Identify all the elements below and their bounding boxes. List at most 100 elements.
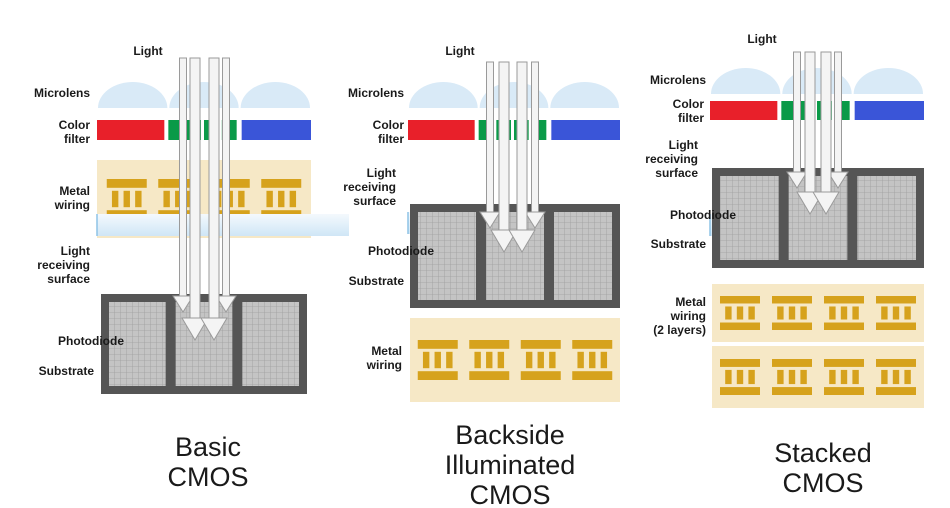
stacked-wiring-post (800, 369, 807, 385)
stacked-wiring-post (736, 306, 744, 320)
stacked-light-label: Light (747, 32, 777, 46)
stacked-wiring-post (829, 306, 836, 320)
bsi-wiring-post (549, 351, 556, 369)
bsi-wiring-post (537, 351, 544, 369)
stacked-wiring-bar (772, 322, 812, 330)
stacked-microlens (853, 68, 923, 94)
stacked-light-ray-shaft (793, 51, 801, 173)
stacked-wiring-post (881, 306, 888, 320)
bsi-wiring-post (577, 351, 584, 369)
stacked-wiring-bar (876, 359, 916, 367)
stacked-wiring-post (748, 369, 755, 385)
bsi-wiring-bar (572, 340, 613, 349)
basic-wiring-bar (158, 179, 199, 188)
stacked-cmos-caption: Stacked CMOS (774, 438, 872, 498)
bsi-light-ray-shaft (531, 61, 539, 213)
basic-wiring-bar (106, 179, 147, 188)
stacked-wiring-bar (876, 322, 916, 330)
bsi-wiring-bar (417, 340, 458, 349)
basic-wiring-bar (261, 179, 302, 188)
basic-light-ray-head (181, 317, 209, 341)
basic-microlens (240, 82, 310, 108)
basic-wiring-post (135, 190, 142, 208)
bsi-light-ray-shaft (516, 61, 528, 231)
stacked-wiring-post (725, 306, 732, 320)
stacked-wiring-post (892, 369, 900, 385)
stacked-light-ray-head (812, 191, 840, 215)
bsi-microlens (409, 82, 478, 108)
basic-wiring-post (163, 190, 170, 208)
bsi-light-ray-head (508, 229, 536, 253)
basic-wiring-post (111, 190, 119, 208)
basic-wiring-post (123, 190, 130, 208)
stacked-wiring-bar (720, 359, 760, 367)
stacked-wiring-bar (876, 387, 916, 395)
stacked-photodiode-label: Photodiode (670, 208, 736, 222)
stacked-wiring-bar (824, 296, 864, 304)
basic-metal-wiring-label: Metal wiring (54, 184, 90, 212)
stacked-wiring-post (788, 369, 796, 385)
stacked-light-ray-shaft (804, 51, 816, 193)
bsi-wiring-bar (572, 371, 613, 380)
bsi-microlens-label: Microlens (347, 86, 404, 100)
stacked-wiring-post (904, 306, 911, 320)
stacked-green-filter (781, 101, 797, 120)
bsi-wiring-bar (520, 340, 561, 349)
stacked-microlens (711, 68, 781, 94)
stacked-wiring-bar (876, 296, 916, 304)
bsi-wiring-bar (520, 371, 561, 380)
stacked-metal-wiring-label: Metal wiring (2 layers) (653, 295, 706, 337)
stacked-wiring-post (892, 306, 900, 320)
bsi-light-ray-head (490, 229, 518, 253)
bsi-wiring-post (434, 351, 441, 369)
bsi-microlens (550, 81, 619, 108)
stacked-wiring-post (725, 369, 732, 385)
basic-photodiode-cell (109, 302, 166, 386)
bsi-wiring-post (600, 351, 608, 369)
stacked-wiring-post (748, 306, 755, 320)
basic-blue-filter (241, 120, 311, 140)
stacked-wiring-post (736, 369, 744, 385)
bsi-wiring-post (486, 351, 493, 369)
stacked-wiring-bar (772, 387, 812, 395)
stacked-light-ray-shaft (820, 51, 832, 193)
stacked-substrate-label: Substrate (650, 237, 706, 251)
stacked-wiring-post (852, 369, 859, 385)
stacked-wiring-post (777, 369, 784, 385)
stacked-wiring-bar (720, 322, 760, 330)
basic-substrate-label: Substrate (38, 364, 94, 378)
bsi-wiring-post (589, 351, 596, 369)
bsi-light-label: Light (445, 44, 475, 58)
bsi-blue-filter (551, 120, 620, 140)
stacked-light-ray-head (827, 171, 849, 189)
basic-cmos-caption: Basic CMOS (167, 432, 249, 492)
bsi-metal-wiring-layer (410, 318, 620, 402)
basic-light-receiving-label: Light receiving surface (37, 244, 90, 286)
basic-wiring-post (266, 190, 273, 208)
basic-light-ray-shaft (189, 57, 201, 319)
stacked-blue-filter (854, 101, 924, 120)
bsi-photodiode-label: Photodiode (368, 244, 434, 258)
stacked-wiring-bar (720, 387, 760, 395)
stacked-wiring-post (852, 306, 859, 320)
basic-red-filter (97, 120, 165, 140)
basic-light-ray-shaft (179, 57, 187, 297)
bsi-light-ray-shaft (498, 61, 510, 231)
stacked-wiring-post (904, 369, 911, 385)
stacked-metal-wiring-layer (712, 284, 924, 342)
basic-wiring-post (238, 190, 245, 208)
basic-light-ray-head (200, 317, 228, 341)
bsi-light-receiving-label: Light receiving surface (343, 166, 396, 208)
bsi-red-filter (408, 120, 475, 140)
bsi-wiring-post (474, 351, 481, 369)
stacked-light-ray-shaft (834, 51, 842, 173)
stacked-light-ray-head (786, 171, 808, 189)
basic-light-ray-head (172, 295, 194, 313)
stacked-wiring-bar (824, 359, 864, 367)
basic-light-ray-shaft (222, 57, 230, 297)
bsi-light-ray-head (479, 211, 501, 229)
stacked-wiring-post (788, 306, 796, 320)
bsi-wiring-post (525, 351, 533, 369)
stacked-light-receiving-label: Light receiving surface (645, 138, 698, 180)
